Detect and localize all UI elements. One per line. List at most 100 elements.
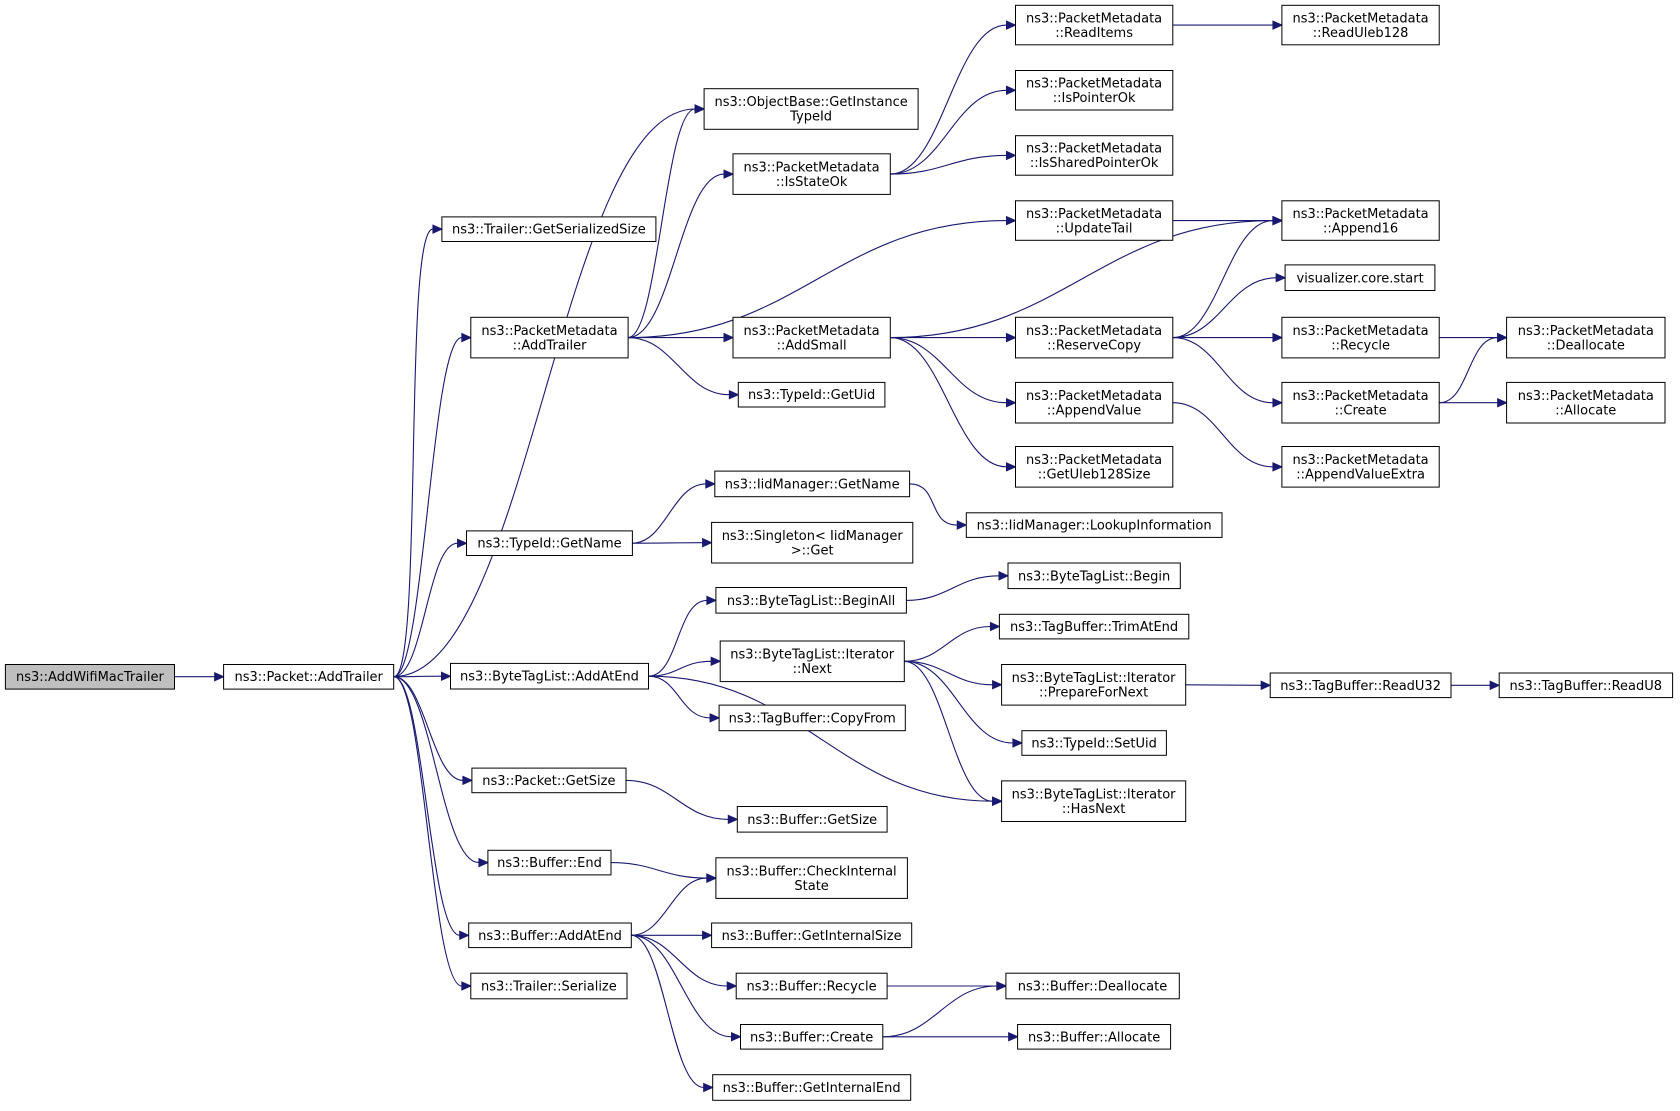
edge-pm-isstateok-to-pm-ispointerok <box>890 89 1007 175</box>
node-label-buffer-checkinternalstate-0: ns3::Buffer::CheckInternal <box>727 864 897 879</box>
node-iidmanager-lookupinformation[interactable]: ns3::IidManager::LookupInformation <box>965 512 1223 538</box>
node-visualizer-core-start[interactable]: visualizer.core.start <box>1284 264 1436 291</box>
node-pm-allocate[interactable]: ns3::PacketMetadata::Allocate <box>1506 381 1666 424</box>
node-buffer-deallocate[interactable]: ns3::Buffer::Deallocate <box>1005 972 1180 1000</box>
node-buffer-recycle[interactable]: ns3::Buffer::Recycle <box>735 972 888 1000</box>
node-buffer-getinternalend[interactable]: ns3::Buffer::GetInternalEnd <box>712 1074 912 1101</box>
node-buffer-end[interactable]: ns3::Buffer::End <box>487 849 612 876</box>
node-label-iidmanager-lookupinformation-0: ns3::IidManager::LookupInformation <box>977 519 1212 534</box>
node-label-objectbase-getinstancetypeid-0: ns3::ObjectBase::GetInstance <box>714 95 907 110</box>
node-buffer-create[interactable]: ns3::Buffer::Create <box>740 1024 884 1050</box>
node-buffer-addatend[interactable]: ns3::Buffer::AddAtEnd <box>468 922 632 949</box>
edge-pm-isstateok-to-pm-issharedpointerok <box>890 154 1007 175</box>
node-pm-addsmall[interactable]: ns3::PacketMetadata::AddSmall <box>732 316 891 359</box>
node-bytetaglist-iterator-hasnext[interactable]: ns3::ByteTagList::Iterator::HasNext <box>1001 780 1187 823</box>
node-box-pm-append16 <box>1281 200 1440 241</box>
arrowhead-pm-isstateok-to-pm-readitems <box>1005 20 1017 30</box>
node-label-pm-addsmall-0: ns3::PacketMetadata <box>744 324 880 339</box>
arrowhead-packet-getsize-to-buffer-getsize <box>727 814 739 825</box>
node-label-pm-create-1: ::Create <box>1335 404 1387 419</box>
node-box-pm-isstateok <box>732 153 891 195</box>
node-label-pm-addtrailer-1: ::AddTrailer <box>513 338 587 353</box>
node-trailer-serialize[interactable]: ns3::Trailer::Serialize <box>470 972 628 1000</box>
node-bytetaglist-addatend[interactable]: ns3::ByteTagList::AddAtEnd <box>450 662 649 690</box>
node-typeid-getname[interactable]: ns3::TypeId::GetName <box>466 530 633 557</box>
edge-packet-addtrailer-to-buffer-addatend <box>393 676 460 936</box>
edge-pm-addsmall-to-pm-appendvalue <box>890 337 1007 404</box>
node-box-pm-updatetail <box>1015 200 1174 241</box>
edge-buffer-create-to-buffer-deallocate <box>882 985 997 1038</box>
node-pm-addtrailer[interactable]: ns3::PacketMetadata::AddTrailer <box>470 316 629 359</box>
node-pm-create[interactable]: ns3::PacketMetadata::Create <box>1281 381 1440 424</box>
node-box-bytetaglist-iterator-next <box>719 640 905 683</box>
node-pm-issharedpointerok[interactable]: ns3::PacketMetadata::IsSharedPointerOk <box>1015 135 1174 176</box>
arrowhead-pm-addsmall-to-pm-reservecopy <box>1005 332 1017 343</box>
node-pm-deallocate[interactable]: ns3::PacketMetadata::Deallocate <box>1506 316 1666 359</box>
arrowhead-pm-addtrailer-to-typeid-getuid <box>728 389 740 400</box>
node-pm-isstateok[interactable]: ns3::PacketMetadata::IsStateOk <box>732 153 891 195</box>
edge-buffer-addatend-to-buffer-create <box>631 934 732 1038</box>
node-label-buffer-deallocate-0: ns3::Buffer::Deallocate <box>1018 980 1167 995</box>
arrowhead-bytetaglist-iterator-next-to-typeid-setuid <box>1012 738 1024 748</box>
node-iidmanager-getname[interactable]: ns3::IidManager::GetName <box>714 470 911 498</box>
edge-bytetaglist-iterator-next-to-typeid-setuid <box>904 660 1013 744</box>
arrowhead-typeid-getname-to-iidmanager-getname <box>705 479 717 489</box>
node-box-pm-reservecopy <box>1015 316 1174 359</box>
node-tagbuffer-trimatend[interactable]: ns3::TagBuffer::TrimAtEnd <box>998 613 1190 640</box>
node-label-bytetaglist-iterator-hasnext-1: ::HasNext <box>1062 802 1126 817</box>
arrowhead-pm-appendvalue-to-pm-appendvalueextra <box>1272 462 1284 472</box>
arrowhead-typeid-getname-to-singleton-get <box>702 537 713 548</box>
node-box-typeid-setuid <box>1021 730 1167 756</box>
node-pm-readitems[interactable]: ns3::PacketMetadata::ReadItems <box>1015 4 1174 46</box>
node-box-buffer-getsize <box>736 806 888 833</box>
node-box-tagbuffer-trimatend <box>998 613 1190 640</box>
node-label-visualizer-core-start-0: visualizer.core.start <box>1297 271 1424 286</box>
node-label-pm-create-0: ns3::PacketMetadata <box>1293 389 1429 404</box>
node-pm-readuleb128[interactable]: ns3::PacketMetadata::ReadUleb128 <box>1281 4 1440 46</box>
node-tagbuffer-copyfrom[interactable]: ns3::TagBuffer::CopyFrom <box>718 704 906 732</box>
node-packet-getsize[interactable]: ns3::Packet::GetSize <box>471 767 627 794</box>
node-box-tagbuffer-readu32 <box>1269 672 1452 699</box>
node-typeid-getuid[interactable]: ns3::TypeId::GetUid <box>737 381 886 408</box>
node-pm-getuleb128size[interactable]: ns3::PacketMetadata::GetUleb128Size <box>1015 446 1174 488</box>
node-label-pm-getuleb128size-0: ns3::PacketMetadata <box>1026 453 1162 468</box>
node-pm-ispointerok[interactable]: ns3::PacketMetadata::IsPointerOk <box>1015 70 1174 111</box>
node-bytetaglist-beginall[interactable]: ns3::ByteTagList::BeginAll <box>715 587 907 614</box>
arrowhead-buffer-addatend-to-buffer-create <box>730 1031 742 1042</box>
node-typeid-setuid[interactable]: ns3::TypeId::SetUid <box>1021 730 1167 756</box>
node-label-pm-appendvalueextra-0: ns3::PacketMetadata <box>1293 453 1429 468</box>
node-buffer-allocate[interactable]: ns3::Buffer::Allocate <box>1017 1024 1172 1050</box>
node-buffer-getinternalsize[interactable]: ns3::Buffer::GetInternalSize <box>711 922 913 949</box>
node-addwifimactrailer[interactable]: ns3::AddWifiMacTrailer <box>4 664 176 690</box>
node-buffer-getsize[interactable]: ns3::Buffer::GetSize <box>736 806 888 833</box>
node-packet-addtrailer[interactable]: ns3::Packet::AddTrailer <box>223 664 395 690</box>
node-label-buffer-getinternalsize-0: ns3::Buffer::GetInternalSize <box>722 929 902 944</box>
node-pm-recycle[interactable]: ns3::PacketMetadata::Recycle <box>1281 316 1440 359</box>
node-box-buffer-addatend <box>468 922 632 949</box>
node-label-pm-addsmall-1: ::AddSmall <box>777 338 847 353</box>
node-bytetaglist-iterator-next[interactable]: ns3::ByteTagList::Iterator::Next <box>719 640 905 683</box>
node-trailer-getserializedsize[interactable]: ns3::Trailer::GetSerializedSize <box>441 216 657 242</box>
node-pm-reservecopy[interactable]: ns3::PacketMetadata::ReserveCopy <box>1015 316 1174 359</box>
node-bytetaglist-begin[interactable]: ns3::ByteTagList::Begin <box>1007 562 1181 590</box>
edge-packet-addtrailer-to-objectbase-getinstancetypeid <box>393 108 696 678</box>
node-tagbuffer-readu8[interactable]: ns3::TagBuffer::ReadU8 <box>1498 672 1674 699</box>
node-singleton-get[interactable]: ns3::Singleton< IidManager>::Get <box>711 521 914 564</box>
node-tagbuffer-readu32[interactable]: ns3::TagBuffer::ReadU32 <box>1269 672 1452 699</box>
edge-pm-reservecopy-to-visualizer-core-start <box>1172 277 1277 339</box>
node-label-trailer-serialize-0: ns3::Trailer::Serialize <box>481 980 617 995</box>
node-label-pm-addtrailer-0: ns3::PacketMetadata <box>481 324 617 339</box>
node-bytetaglist-iterator-preparefornext[interactable]: ns3::ByteTagList::Iterator::PrepareForNe… <box>1001 664 1187 706</box>
node-pm-append16[interactable]: ns3::PacketMetadata::Append16 <box>1281 200 1440 241</box>
node-pm-updatetail[interactable]: ns3::PacketMetadata::UpdateTail <box>1015 200 1174 241</box>
node-pm-appendvalueextra[interactable]: ns3::PacketMetadata::AppendValueExtra <box>1281 446 1440 488</box>
node-label-typeid-getuid-0: ns3::TypeId::GetUid <box>748 388 875 403</box>
node-label-tagbuffer-copyfrom-0: ns3::TagBuffer::CopyFrom <box>729 711 896 726</box>
arrowhead-pm-reservecopy-to-visualizer-core-start <box>1275 272 1287 283</box>
node-pm-appendvalue[interactable]: ns3::PacketMetadata::AppendValue <box>1015 381 1174 424</box>
edge-packet-addtrailer-to-trailer-getserializedsize <box>393 228 434 678</box>
node-box-packet-addtrailer <box>223 664 395 690</box>
edge-packet-addtrailer-to-pm-addtrailer <box>393 337 462 678</box>
